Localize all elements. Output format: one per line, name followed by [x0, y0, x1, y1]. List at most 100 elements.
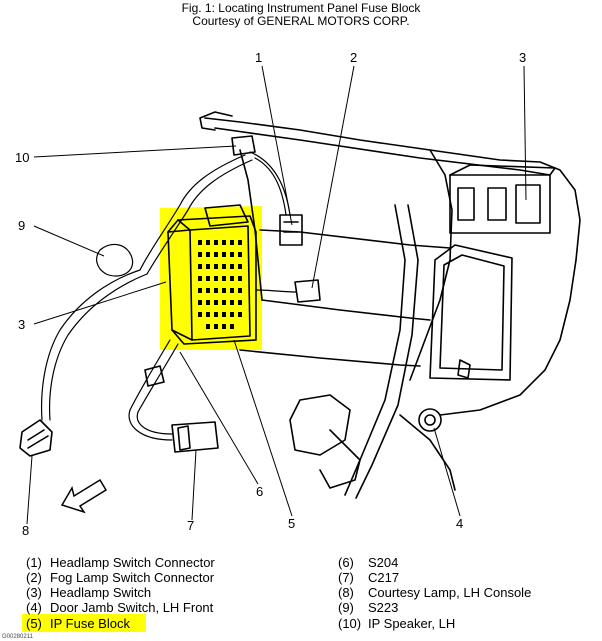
brace-rod: [344, 204, 406, 496]
legend-item-8: (8) Courtesy Lamp, LH Console: [338, 585, 531, 600]
legend-num: (6): [338, 555, 354, 570]
dash-top-edge: [204, 117, 581, 261]
c217-connector-face: [177, 425, 191, 451]
legend-item-6: (6) S204: [338, 555, 398, 570]
leader-7: [191, 449, 197, 521]
callout-3-left: 3: [18, 317, 25, 332]
legend-highlight: [22, 614, 146, 632]
callout-2: 2: [350, 50, 357, 65]
leader-3-top: [523, 65, 527, 201]
fuse-block-body: [167, 215, 257, 345]
courtesy-lamp-lens: [27, 429, 49, 449]
legend-text: Fog Lamp Switch Connector: [50, 570, 215, 585]
c217-connector: [171, 421, 219, 453]
legend-text: IP Speaker, LH: [368, 616, 456, 631]
callout-4: 4: [456, 516, 463, 531]
panel-face-middle: [261, 299, 431, 321]
legend-text: Courtesy Lamp, LH Console: [368, 585, 532, 600]
harness-lower: [128, 339, 173, 441]
legend-item-9: (9) S223: [338, 600, 398, 615]
harness-upper-b: [146, 159, 253, 275]
door-jamb-switch-inner: [424, 414, 436, 426]
legend-item-4: (4) Door Jamb Switch, LH Front: [26, 600, 213, 615]
headlamp-connector-detail: [283, 221, 299, 233]
switch-bank-top: [449, 164, 556, 176]
right-panel-outline: [439, 259, 577, 416]
legend-text: Headlamp Switch Connector: [50, 555, 215, 570]
front-arrow-icon: [60, 478, 108, 514]
legend-text: S223: [368, 600, 399, 615]
brace-rod-2: [355, 204, 419, 499]
callout-8: 8: [22, 523, 29, 538]
legend-num: (2): [26, 570, 42, 585]
console-opening: [429, 244, 513, 381]
legend-item-1: (1) Headlamp Switch Connector: [26, 555, 215, 570]
fuse-block-highlight: [160, 206, 262, 350]
legend-num: (3): [26, 585, 42, 600]
leader-1: [261, 65, 293, 226]
legend-num: (9): [338, 600, 354, 615]
leader-3-left: [33, 281, 167, 325]
dash-top-edge-inner: [214, 127, 551, 176]
callout-6: 6: [256, 484, 263, 499]
callout-10: 10: [15, 150, 29, 165]
harness-to-speaker-b: [254, 157, 287, 216]
legend-text: C217: [368, 570, 400, 585]
leader-6: [179, 351, 259, 485]
legend-num: (10): [338, 616, 362, 631]
legend-num: (1): [26, 555, 42, 570]
floor-brace: [399, 414, 456, 491]
figure-credit: Courtesy of GENERAL MOTORS CORP.: [192, 14, 410, 28]
cluster-hood: [409, 149, 453, 381]
fog-lamp-connector: [294, 279, 321, 303]
leader-2: [311, 65, 355, 289]
callout-5: 5: [288, 516, 295, 531]
legend-item-7: (7) C217: [338, 570, 399, 585]
callout-1: 1: [255, 50, 262, 65]
legend-text: S204: [368, 555, 399, 570]
switch-slot-3: [515, 184, 541, 224]
legend-num: (4): [26, 600, 42, 615]
leader-4: [433, 427, 461, 517]
switch-bank: [449, 174, 551, 234]
legend-num: (5): [26, 616, 42, 631]
switch-slot-1: [457, 187, 475, 221]
lower-bracket-arm: [319, 429, 361, 489]
legend-text: IP Fuse Block: [50, 616, 130, 631]
callout-3-top: 3: [519, 50, 526, 65]
callout-7: 7: [187, 518, 194, 533]
legend-text: Door Jamb Switch, LH Front: [50, 600, 214, 615]
fuse-grid: [198, 240, 242, 329]
dash-defrost-lip: [199, 111, 233, 131]
door-jamb-switch: [418, 408, 442, 432]
courtesy-lamp: [19, 419, 53, 457]
figure-title: Fig. 1: Locating Instrument Panel Fuse B…: [181, 1, 421, 15]
console-opening-inner: [439, 254, 505, 371]
harness-left-loop: [41, 269, 141, 421]
legend-item-2: (2) Fog Lamp Switch Connector: [26, 570, 214, 585]
console-lamp: [457, 359, 471, 379]
ip-speaker: [231, 135, 256, 156]
legend-item-3: (3) Headlamp Switch: [26, 585, 151, 600]
s204-connector: [144, 365, 165, 387]
headlamp-switch-connector: [279, 214, 303, 246]
fuse-block-diagram: 1 2 3 4 5 6 7 8 9 10 3: [15, 50, 581, 538]
legend-num: (8): [338, 585, 354, 600]
leader-5: [233, 339, 293, 517]
harness-upper: [139, 154, 246, 271]
callout-9: 9: [18, 218, 25, 233]
legend-item-10: (10) IP Speaker, LH: [338, 616, 455, 631]
leader-10: [33, 145, 237, 158]
harness-to-fog: [255, 289, 297, 293]
fuse-block-face: [189, 225, 251, 341]
figure-code: G00280211: [2, 634, 33, 640]
fuse-block-top-connector: [204, 204, 249, 227]
leader-9: [33, 225, 105, 257]
switch-slot-2: [487, 187, 507, 221]
panel-left-edge: [239, 149, 263, 301]
panel-face-lower: [239, 349, 421, 367]
harness-lower-b: [136, 343, 179, 435]
lower-bracket: [289, 394, 351, 456]
legend-num: (7): [338, 570, 354, 585]
legend-text: Headlamp Switch: [50, 585, 152, 600]
